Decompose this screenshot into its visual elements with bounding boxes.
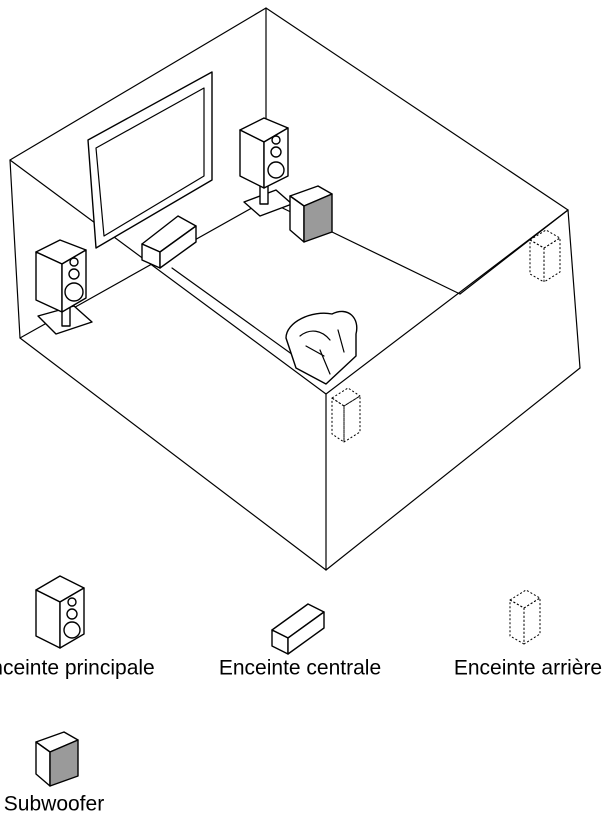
legend-main-speaker-label: Enceinte principale — [0, 656, 155, 679]
legend-center-speaker-label: Enceinte centrale — [219, 656, 381, 679]
legend-rear-speaker-icon rear-speaker-dotted-icon — [509, 589, 541, 645]
center-speaker — [141, 215, 197, 269]
legend-subwoofer-icon subwoofer-icon — [35, 731, 79, 787]
tv-screen-icon — [87, 71, 213, 249]
room-back-right-top-edge — [265, 7, 569, 211]
room-floor-left-edge — [19, 337, 327, 571]
legend-main-speaker-icon floor-speaker-icon — [35, 575, 85, 649]
legend-subwoofer-label: Subwoofer — [4, 792, 104, 815]
room — [9, 7, 581, 571]
legend-center-speaker-icon center-speaker-icon — [271, 603, 325, 655]
room-floor-right-edge — [325, 367, 581, 571]
armchair-icon — [285, 310, 358, 385]
room-floor-right-back-line — [459, 209, 569, 295]
rear-right-speaker — [529, 229, 561, 283]
subwoofer — [289, 185, 333, 243]
front-left-main-speaker — [35, 239, 93, 335]
room-right-back-corner — [567, 209, 581, 369]
legend-rear-speaker-label: Enceinte arrière — [454, 656, 602, 679]
rear-left-speaker — [331, 387, 361, 443]
floor-center-to-seat-line — [171, 267, 301, 361]
front-right-main-speaker — [239, 117, 293, 217]
